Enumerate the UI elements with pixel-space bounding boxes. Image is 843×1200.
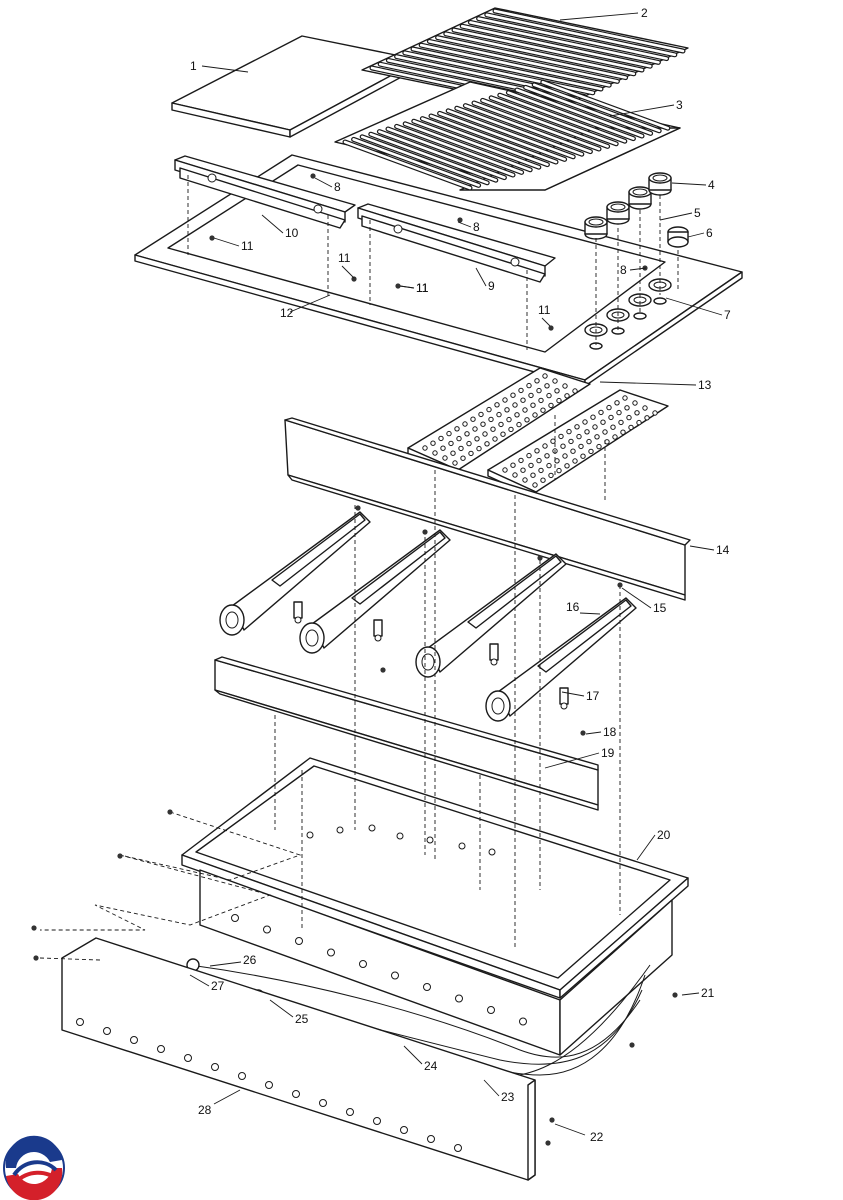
part-callout: 8 [620, 263, 647, 277]
part-callout: 4 [671, 178, 715, 192]
svg-text:19: 19 [601, 746, 615, 760]
part-callout: 26 [209, 953, 257, 967]
svg-text:7: 7 [724, 308, 731, 322]
svg-text:18: 18 [603, 725, 617, 739]
svg-text:27: 27 [211, 979, 225, 993]
part-callout: 5 [659, 206, 701, 221]
part-callout: 8 [314, 177, 341, 194]
svg-text:15: 15 [653, 601, 667, 615]
griddle-plate [171, 35, 421, 138]
control-knob [584, 216, 608, 240]
burner-tube [219, 511, 371, 636]
svg-text:11: 11 [241, 239, 254, 253]
base-pan [181, 757, 689, 1056]
svg-text:3: 3 [676, 98, 683, 112]
part-callout: 15 [621, 587, 667, 615]
callouts: 1234567888910111111111112131415161718192… [189, 6, 731, 1144]
svg-text:20: 20 [657, 828, 671, 842]
svg-text:28: 28 [198, 1103, 212, 1117]
burner-rail-front [214, 656, 599, 811]
svg-text:2: 2 [641, 6, 648, 20]
part-callout: 10 [261, 214, 299, 240]
svg-text:8: 8 [473, 220, 480, 234]
part-callout: 22 [554, 1123, 604, 1144]
part-callout: 9 [475, 267, 495, 293]
part-callout: 16 [566, 600, 601, 615]
svg-text:21: 21 [701, 986, 715, 1000]
part-callout: 11 [538, 303, 551, 327]
svg-text:26: 26 [243, 953, 257, 967]
brand-logo [3, 1135, 65, 1200]
control-knobs [584, 172, 672, 240]
assembly-lines [39, 175, 679, 961]
svg-text:13: 13 [698, 378, 712, 392]
part-callout: 11 [213, 237, 254, 253]
part-callout: 14 [689, 543, 730, 557]
knob-spacer-6 [667, 226, 689, 248]
part-callout: 2 [559, 6, 648, 21]
svg-text:1: 1 [190, 59, 197, 73]
front-panel [61, 937, 536, 1181]
heat-shield-9 [357, 203, 556, 283]
part-callout: 3 [609, 98, 683, 117]
part-callout: 21 [681, 986, 715, 1000]
burner-tube [485, 597, 637, 722]
svg-text:17: 17 [586, 689, 600, 703]
svg-text:4: 4 [708, 178, 715, 192]
svg-text:10: 10 [285, 226, 299, 240]
part-callout: 12 [280, 294, 331, 320]
part-callout: 28 [198, 1089, 241, 1117]
part-callout: 11 [338, 251, 355, 279]
svg-text:11: 11 [338, 251, 351, 265]
svg-text:22: 22 [590, 1130, 604, 1144]
svg-text:25: 25 [295, 1012, 309, 1026]
svg-text:8: 8 [334, 180, 341, 194]
part-callout: 1 [190, 59, 249, 73]
svg-text:16: 16 [566, 600, 580, 614]
svg-text:8: 8 [620, 263, 627, 277]
part-callout: 6 [687, 226, 713, 240]
part-callout: 17 [561, 689, 600, 703]
part-callout: 25 [269, 999, 309, 1026]
svg-text:14: 14 [716, 543, 730, 557]
burner-rail-rear [284, 417, 691, 601]
svg-text:11: 11 [416, 281, 429, 295]
svg-text:6: 6 [706, 226, 713, 240]
part-callout: 18 [585, 725, 617, 739]
knob-bezels [584, 278, 672, 350]
screws [31, 173, 678, 1146]
burner-tube [299, 529, 451, 654]
svg-text:23: 23 [501, 1090, 515, 1104]
burner-tube [415, 553, 567, 678]
part-callout: 7 [665, 297, 731, 322]
svg-text:11: 11 [416, 281, 429, 295]
grill-grate-lower [334, 79, 681, 191]
control-knob [648, 172, 672, 196]
svg-text:9: 9 [488, 279, 495, 293]
heat-shield-10 [174, 155, 356, 229]
svg-text:11: 11 [538, 303, 551, 317]
part-callout: 19 [544, 746, 615, 769]
part-callout: 11 [399, 281, 429, 295]
part-callout: 20 [636, 828, 671, 861]
part-callout: 24 [403, 1045, 438, 1073]
svg-text:24: 24 [424, 1059, 438, 1073]
burners [219, 511, 637, 722]
svg-text:5: 5 [694, 206, 701, 220]
control-knob [628, 186, 652, 210]
part-callout: 8 [457, 220, 480, 234]
part-callout: 27 [189, 974, 225, 993]
part-callout: 23 [483, 1079, 515, 1104]
part-callout: 13 [599, 378, 712, 392]
svg-text:12: 12 [280, 306, 294, 320]
control-knob [606, 201, 630, 225]
